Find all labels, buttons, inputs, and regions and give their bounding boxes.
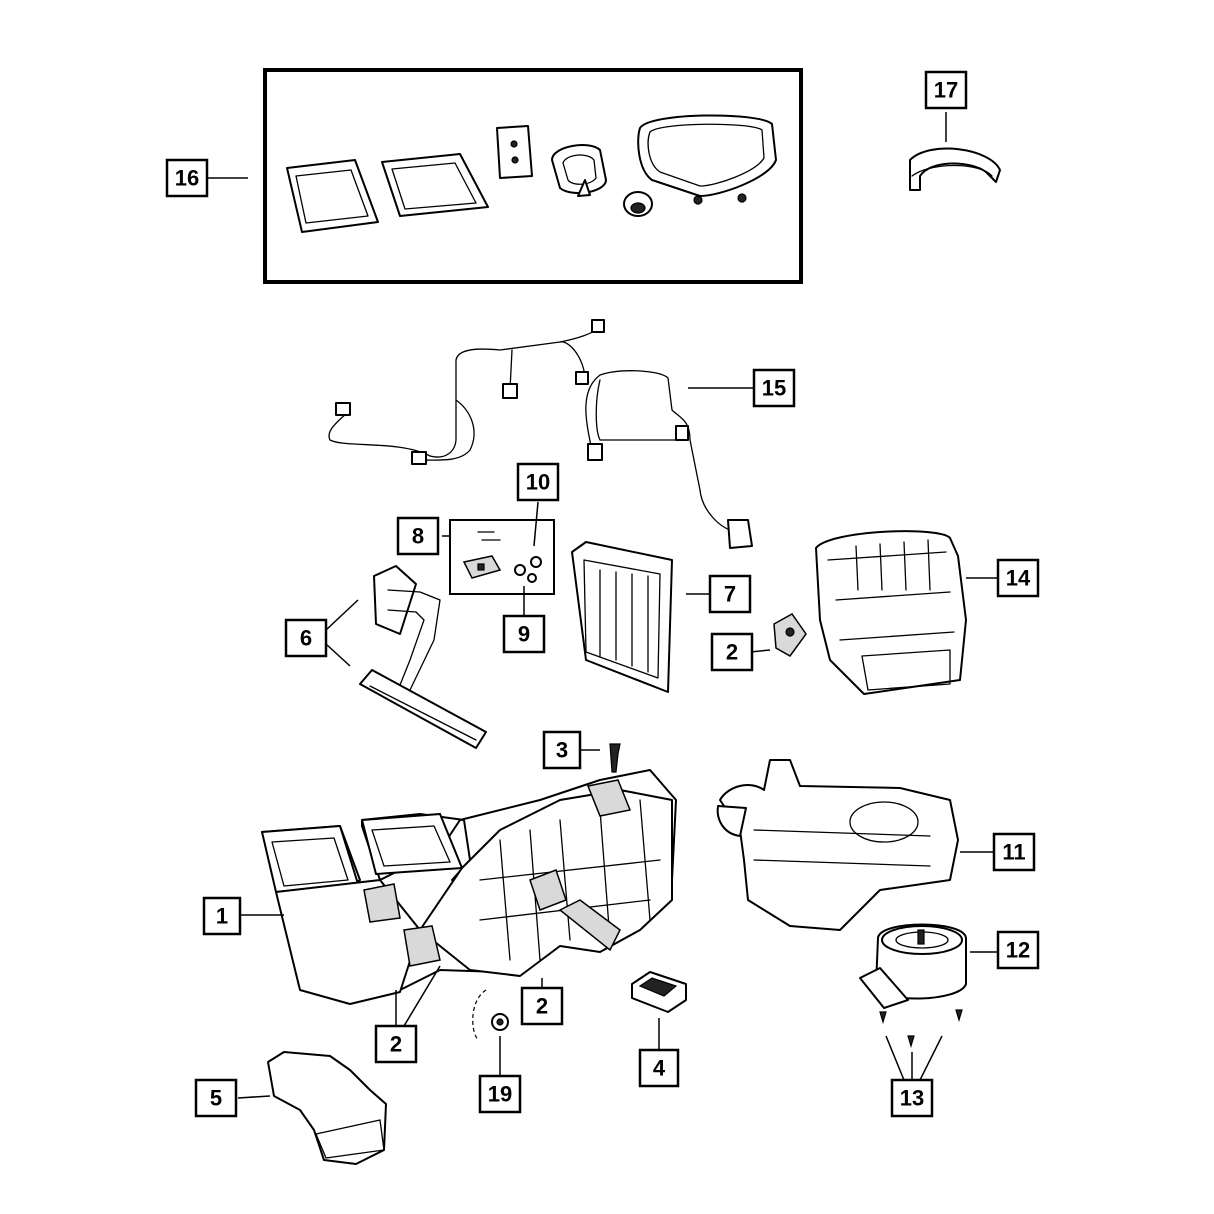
hvac-main-housing xyxy=(261,769,677,1005)
callout-1: 1 xyxy=(202,896,242,936)
bracket-part xyxy=(909,147,1001,191)
callout-9: 9 xyxy=(502,614,546,654)
screws xyxy=(879,1009,963,1049)
callout-7-label: 7 xyxy=(724,582,736,607)
callout-13: 13 xyxy=(890,1078,934,1118)
seal-grommet-2 xyxy=(737,193,747,203)
callout-12: 12 xyxy=(996,930,1040,970)
callout-17-label: 17 xyxy=(934,78,958,103)
clip-part-19 xyxy=(472,989,509,1041)
actuator-upper xyxy=(773,613,807,657)
callout-8-label: 8 xyxy=(412,524,424,549)
callout-12-label: 12 xyxy=(1006,938,1030,963)
callout-14: 14 xyxy=(996,558,1040,598)
callout-5: 5 xyxy=(194,1078,238,1118)
callout-6-label: 6 xyxy=(300,626,312,651)
callout-4: 4 xyxy=(638,1048,680,1088)
blower-motor xyxy=(859,923,967,1009)
seal-kit-frame xyxy=(263,68,803,284)
callout-3: 3 xyxy=(542,730,582,770)
callout-5-label: 5 xyxy=(210,1086,222,1111)
callout-2-mid: 2 xyxy=(520,986,564,1026)
callout-2-upper: 2 xyxy=(710,632,754,672)
callout-15-label: 15 xyxy=(762,376,786,401)
callout-19-label: 19 xyxy=(488,1082,512,1107)
heater-core-part xyxy=(359,565,487,749)
callout-9-label: 9 xyxy=(518,622,530,647)
callout-6: 6 xyxy=(284,618,328,658)
seal-duct-ring xyxy=(551,144,607,197)
callout-14-label: 14 xyxy=(1006,566,1031,591)
seal-square-right xyxy=(381,153,489,217)
callout-7: 7 xyxy=(708,574,752,614)
callout-2-lower: 2 xyxy=(374,1024,418,1064)
callout-8: 8 xyxy=(396,516,440,556)
callout-11-label: 11 xyxy=(1002,840,1025,865)
evaporator-part xyxy=(571,541,673,693)
callout-1-label: 1 xyxy=(216,904,228,929)
callout-19: 19 xyxy=(478,1074,522,1114)
callout-4-label: 4 xyxy=(653,1056,666,1081)
callout-17: 17 xyxy=(924,70,968,110)
seal-grommet-1 xyxy=(693,195,703,205)
callout-2-lower-label: 2 xyxy=(390,1032,402,1057)
callout-16: 16 xyxy=(165,158,209,198)
callout-15: 15 xyxy=(752,368,796,408)
seal-square-left xyxy=(286,159,379,233)
blower-housing xyxy=(716,759,959,931)
expansion-valve-kit xyxy=(449,519,555,595)
seal-plug xyxy=(623,191,653,217)
distribution-housing xyxy=(815,530,967,695)
wiring-harness xyxy=(328,319,753,549)
leader-lines xyxy=(208,112,1000,1099)
seal-large-ring xyxy=(637,114,777,197)
callout-16-label: 16 xyxy=(175,166,199,191)
callout-3-label: 3 xyxy=(556,738,568,763)
callout-2-upper-label: 2 xyxy=(726,640,738,665)
screw-part-3 xyxy=(609,743,621,773)
callout-10: 10 xyxy=(516,462,560,502)
callout-10-label: 10 xyxy=(526,470,550,495)
duct-part-5 xyxy=(267,1051,387,1165)
callout-11: 11 xyxy=(992,832,1036,872)
module-part-4 xyxy=(631,971,687,1013)
callout-2-mid-label: 2 xyxy=(536,994,548,1019)
seal-pad xyxy=(496,125,533,179)
callout-13-label: 13 xyxy=(900,1086,924,1111)
